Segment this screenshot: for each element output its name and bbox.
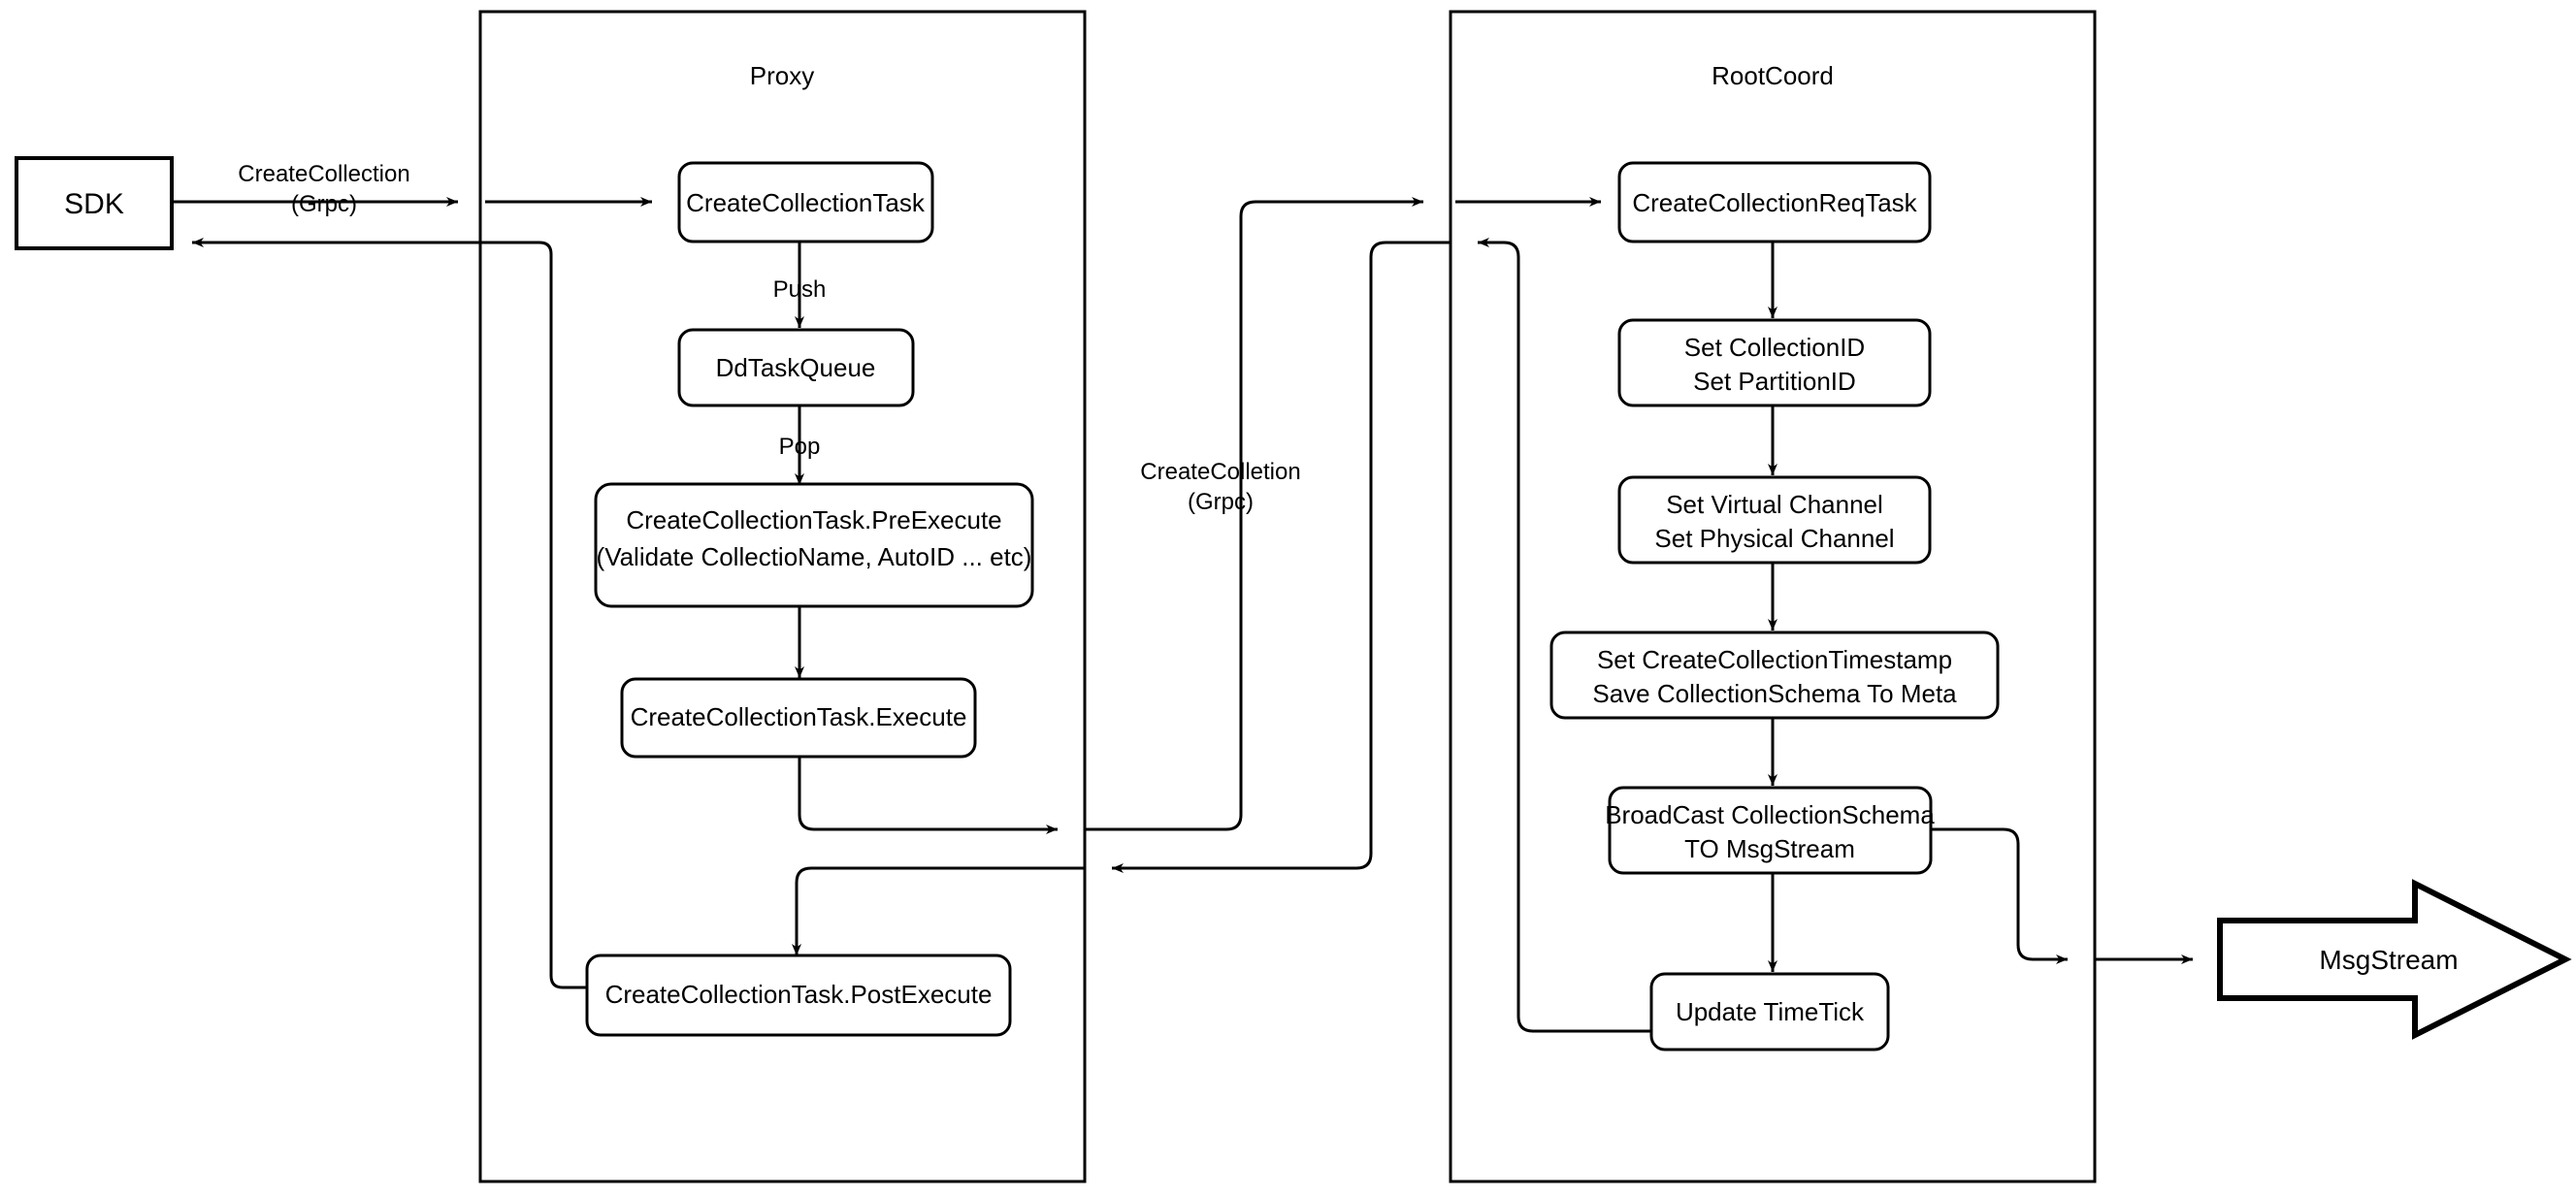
node-sdk[interactable]: SDK [15, 156, 174, 250]
node-set-channels-label-line2: Set Physical Channel [1654, 524, 1894, 553]
node-pre-execute-label-line1: CreateCollectionTask.PreExecute [626, 505, 1001, 534]
node-execute-label: CreateCollectionTask.Execute [631, 702, 967, 731]
edge-rootcoord-to-postexecute [792, 238, 1651, 1033]
node-set-channels[interactable]: Set Virtual Channel Set Physical Channel [1617, 475, 1932, 565]
node-post-execute[interactable]: CreateCollectionTask.PostExecute [585, 954, 1012, 1037]
node-post-execute-label: CreateCollectionTask.PostExecute [605, 980, 993, 1009]
node-set-channels-label-line1: Set Virtual Channel [1666, 490, 1883, 519]
node-sdk-label: SDK [64, 188, 124, 220]
edge-label-sdk-to-proxy-line2: (Grpc) [291, 191, 357, 217]
node-dd-task-queue-label: DdTaskQueue [716, 353, 876, 382]
node-update-timetick-label: Update TimeTick [1676, 997, 1865, 1026]
edge-label-proxy-to-rootcoord-line1: CreateColletion [1140, 459, 1300, 485]
node-pre-execute-label-line2: (Validate CollectioName, AutoID ... etc) [597, 542, 1032, 571]
node-broadcast-schema-label-line2: TO MsgStream [1684, 834, 1855, 863]
node-set-timestamp-save-meta-label-line1: Set CreateCollectionTimestamp [1597, 645, 1952, 674]
edge-sdk-response [192, 238, 587, 989]
node-dd-task-queue[interactable]: DdTaskQueue [677, 328, 915, 407]
edge-label-sdk-to-proxy-line1: CreateCollection [238, 161, 409, 187]
node-msgstream[interactable]: MsgStream [2217, 879, 2572, 1040]
node-set-ids-label-line1: Set CollectionID [1684, 333, 1865, 362]
node-set-timestamp-save-meta[interactable]: Set CreateCollectionTimestamp Save Colle… [1549, 631, 2000, 720]
edge-execute-to-rootcoord [798, 197, 1601, 834]
edge-label-pop: Pop [779, 434, 821, 460]
edge-label-push: Push [773, 276, 827, 303]
container-rootcoord-title: RootCoord [1712, 61, 1834, 90]
edge-label-push-text: Push [773, 276, 827, 303]
edge-label-proxy-to-rootcoord: CreateColletion (Grpc) [1140, 459, 1300, 515]
edge-broadcast-to-msgstream [1931, 827, 2193, 964]
node-set-ids-label-line2: Set PartitionID [1693, 367, 1856, 396]
node-pre-execute[interactable]: CreateCollectionTask.PreExecute (Validat… [594, 482, 1034, 608]
edge-label-pop-text: Pop [779, 434, 821, 460]
node-update-timetick[interactable]: Update TimeTick [1649, 972, 1890, 1051]
edge-label-sdk-to-proxy: CreateCollection (Grpc) [238, 161, 409, 217]
node-broadcast-schema[interactable]: BroadCast CollectionSchema TO MsgStream [1605, 786, 1935, 875]
node-create-collection-req-task-label: CreateCollectionReqTask [1632, 188, 1917, 217]
node-create-collection-task-label: CreateCollectionTask [686, 188, 926, 217]
node-msgstream-label: MsgStream [2319, 945, 2458, 975]
node-create-collection-task[interactable]: CreateCollectionTask [677, 161, 934, 243]
node-create-collection-req-task[interactable]: CreateCollectionReqTask [1617, 161, 1932, 243]
edge-label-proxy-to-rootcoord-line2: (Grpc) [1188, 489, 1254, 515]
container-proxy-title: Proxy [750, 61, 814, 90]
node-set-timestamp-save-meta-label-line2: Save CollectionSchema To Meta [1592, 679, 1957, 708]
node-set-ids[interactable]: Set CollectionID Set PartitionID [1617, 318, 1932, 407]
node-execute[interactable]: CreateCollectionTask.Execute [620, 677, 977, 759]
node-broadcast-schema-label-line1: BroadCast CollectionSchema [1605, 800, 1935, 829]
